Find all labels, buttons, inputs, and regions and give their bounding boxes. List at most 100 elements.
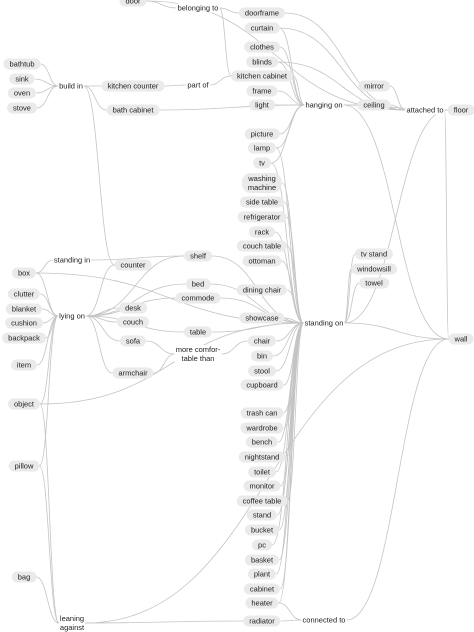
node-picture[interactable]: picture	[244, 128, 280, 140]
node-monitor[interactable]: monitor	[243, 480, 281, 492]
edge	[85, 264, 115, 317]
node-ceiling[interactable]: ceiling	[357, 99, 391, 111]
node-side-table[interactable]: side table	[239, 196, 285, 208]
node-object[interactable]: object	[7, 398, 41, 410]
node-basket[interactable]: basket	[244, 554, 280, 566]
node-stove[interactable]: stove	[7, 102, 37, 114]
node-door[interactable]: door	[119, 0, 147, 7]
node-cabinet[interactable]: cabinet	[243, 583, 281, 595]
edge	[146, 340, 175, 355]
edge	[444, 109, 449, 340]
node-oven[interactable]: oven	[7, 87, 37, 99]
edge	[40, 293, 59, 317]
node-frame[interactable]: frame	[246, 85, 278, 97]
node-nightstand[interactable]: nightstand	[238, 451, 286, 463]
node-bed[interactable]: bed	[185, 278, 211, 290]
node-chair[interactable]: chair	[247, 335, 277, 347]
edge	[212, 322, 304, 333]
node-table[interactable]: table	[183, 326, 213, 338]
edge	[275, 322, 304, 575]
node-rack[interactable]: rack	[248, 226, 276, 238]
node-tv[interactable]: tv	[253, 157, 271, 169]
edge	[85, 315, 120, 342]
node-bath-cabinet[interactable]: bath cabinet	[106, 104, 160, 116]
node-wall[interactable]: wall	[448, 333, 474, 345]
node-ottoman[interactable]: ottoman	[242, 255, 282, 267]
edge	[209, 75, 231, 86]
node-box[interactable]: box	[11, 267, 37, 279]
node-clothes[interactable]: clothes	[244, 41, 280, 53]
relation-build-in: build in	[58, 81, 84, 91]
node-backpack[interactable]: backpack	[2, 332, 46, 344]
relation-standing-on: standing on	[303, 318, 345, 328]
node-shelf[interactable]: shelf	[184, 250, 212, 262]
edge	[277, 61, 305, 106]
node-doorframe[interactable]: doorframe	[238, 7, 286, 19]
node-towel[interactable]: towel	[359, 277, 389, 289]
node-floor[interactable]: floor	[447, 104, 474, 116]
node-plant[interactable]: plant	[247, 568, 277, 580]
node-heater[interactable]: heater	[245, 597, 279, 609]
node-sofa[interactable]: sofa	[119, 335, 147, 347]
node-stand[interactable]: stand	[246, 509, 278, 521]
node-bin[interactable]: bin	[250, 350, 274, 362]
edge	[91, 255, 185, 261]
node-bench[interactable]: bench	[245, 436, 279, 448]
edge	[40, 63, 59, 87]
node-trash-can[interactable]: trash can	[240, 407, 284, 419]
node-commode[interactable]: commode	[175, 292, 221, 304]
edge	[275, 147, 304, 324]
edge	[270, 104, 305, 164]
node-blanket[interactable]: blanket	[5, 303, 43, 315]
node-kitchen-cabinet[interactable]: kitchen cabinet	[230, 70, 294, 82]
node-showcase[interactable]: showcase	[239, 312, 285, 324]
node-cushion[interactable]: cushion	[5, 317, 43, 329]
relation-lying-on: lying on	[58, 311, 86, 321]
node-sink[interactable]: sink	[9, 73, 35, 85]
node-coffee-table[interactable]: coffee table	[236, 495, 288, 507]
node-cupboard[interactable]: cupboard	[240, 379, 284, 391]
node-radiator[interactable]: radiator	[243, 615, 281, 627]
edge	[344, 268, 352, 324]
node-pillow[interactable]: pillow	[8, 460, 40, 472]
edge	[219, 7, 239, 14]
node-stool[interactable]: stool	[248, 365, 276, 377]
node-couch-table[interactable]: couch table	[236, 240, 288, 252]
node-mirror[interactable]: mirror	[358, 80, 390, 92]
node-kitchen-counter[interactable]: kitchen counter	[101, 80, 165, 92]
edge	[83, 85, 115, 266]
edge	[346, 338, 449, 621]
edge	[40, 322, 304, 405]
edge	[278, 602, 302, 621]
node-light[interactable]: light	[249, 99, 275, 111]
node-refrigerator[interactable]: refrigerator	[237, 211, 287, 223]
edge	[278, 322, 304, 561]
node-toilet[interactable]: toilet	[248, 466, 276, 478]
edge	[344, 253, 356, 324]
node-bag[interactable]: bag	[11, 571, 37, 583]
edge	[286, 245, 304, 324]
node-counter[interactable]: counter	[114, 259, 152, 271]
node-item[interactable]: item	[10, 359, 38, 371]
edge	[159, 104, 305, 111]
node-wardrobe[interactable]: wardrobe	[240, 422, 284, 434]
node-windowsill[interactable]: windowsill	[351, 263, 397, 275]
node-lamp[interactable]: lamp	[247, 142, 277, 154]
node-couch[interactable]: couch	[116, 316, 150, 328]
node-armchair[interactable]: armchair	[112, 367, 154, 379]
node-washing-machine[interactable]: washing machine	[241, 173, 283, 193]
edge	[271, 322, 304, 546]
node-tv-stand[interactable]: tv stand	[354, 248, 394, 260]
edge	[36, 576, 60, 624]
node-dining-chair[interactable]: dining chair	[236, 284, 288, 296]
node-desk[interactable]: desk	[119, 302, 147, 314]
node-curtain[interactable]: curtain	[244, 22, 280, 34]
node-bucket[interactable]: bucket	[244, 524, 280, 536]
node-blinds[interactable]: blinds	[246, 56, 278, 68]
node-bathtub[interactable]: bathtub	[3, 58, 41, 70]
relation-standing-in: standing in	[52, 255, 92, 265]
relation-attached-to: attached to	[405, 105, 445, 115]
edge	[85, 283, 186, 317]
node-pc[interactable]: pc	[252, 539, 272, 551]
node-clutter[interactable]: clutter	[7, 288, 41, 300]
